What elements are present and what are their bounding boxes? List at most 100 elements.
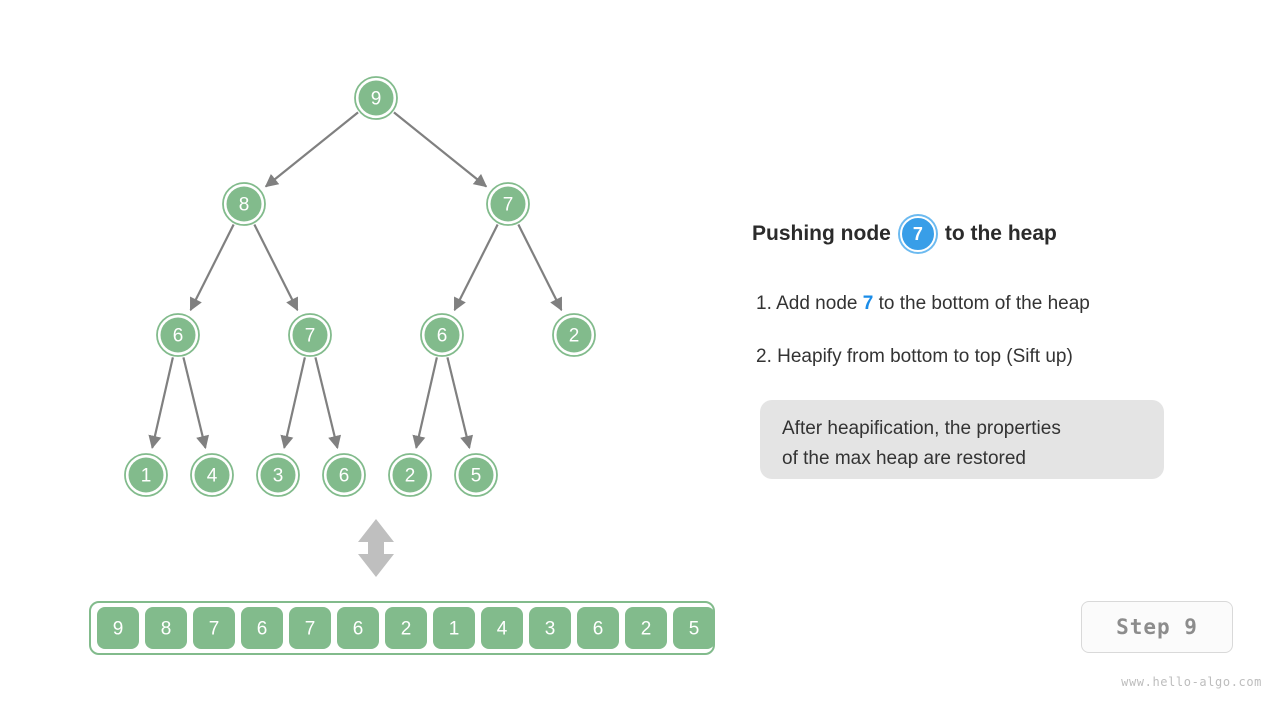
array-cell: 1 xyxy=(433,607,475,649)
tree-node-disc xyxy=(458,457,494,493)
array-cell-box xyxy=(97,607,139,649)
array-cell-value: 6 xyxy=(353,619,364,640)
array-cell-box xyxy=(193,607,235,649)
array-cell-value: 2 xyxy=(641,619,652,640)
tree-edge xyxy=(148,357,174,449)
array-cell-box xyxy=(433,607,475,649)
array-cell-value: 3 xyxy=(545,619,556,640)
array-cell-box xyxy=(337,607,379,649)
array-cell: 6 xyxy=(577,607,619,649)
array-cell-value: 9 xyxy=(113,619,124,640)
tree-node-ring xyxy=(354,76,398,120)
tree-node-disc xyxy=(160,317,196,353)
tree-node-ring xyxy=(486,182,530,226)
tree-node-ring xyxy=(552,313,596,357)
tree-node-value: 9 xyxy=(371,89,382,110)
up-down-arrow-icon xyxy=(358,519,394,577)
tree-node: 6 xyxy=(322,453,366,497)
tree-node-disc xyxy=(556,317,592,353)
tree-edge xyxy=(517,224,563,312)
array-cell-value: 6 xyxy=(257,619,268,640)
tree-node: 9 xyxy=(354,76,398,120)
array-cell: 7 xyxy=(289,607,331,649)
array-cell: 7 xyxy=(193,607,235,649)
array-cell: 6 xyxy=(241,607,283,649)
step-counter-badge: Step 9 xyxy=(1081,601,1233,653)
step-1-before: Add node xyxy=(776,293,858,314)
tree-node-value: 7 xyxy=(503,195,514,216)
headline-prefix: Pushing node xyxy=(752,222,891,245)
tree-node-disc xyxy=(490,186,526,222)
array-cell-value: 2 xyxy=(401,619,412,640)
array-cell-box xyxy=(481,607,523,649)
array-cell-box xyxy=(529,607,571,649)
tree-node-value: 4 xyxy=(207,466,218,487)
tree-node-disc xyxy=(292,317,328,353)
tree-node: 3 xyxy=(256,453,300,497)
array-cell: 2 xyxy=(385,607,427,649)
pushed-node-badge: 7 xyxy=(899,216,936,252)
array-cell-value: 1 xyxy=(449,619,460,640)
watermark: www.hello-algo.com xyxy=(1121,675,1262,689)
tree-node-ring xyxy=(156,313,200,357)
array-cell-value: 7 xyxy=(209,619,220,640)
tree-node-ring xyxy=(454,453,498,497)
array-cell: 6 xyxy=(337,607,379,649)
tree-node: 1 xyxy=(124,453,168,497)
tree-node-value: 2 xyxy=(569,326,580,347)
tree-edge xyxy=(412,357,438,449)
tree-node-value: 6 xyxy=(173,326,184,347)
tree-node-value: 7 xyxy=(305,326,316,347)
step-2-index: 2. xyxy=(756,346,772,367)
tree-edge xyxy=(182,357,210,450)
array-cell: 3 xyxy=(529,607,571,649)
tree-edge xyxy=(446,357,474,450)
tree-nodes: 9 8 7 6 7 6 2 1 4 3 6 2 5 xyxy=(124,76,596,497)
array-cell-box xyxy=(289,607,331,649)
tree-edge xyxy=(189,224,235,312)
tree-node-ring xyxy=(420,313,464,357)
info-panel: Pushing node 7 to the heap 1. Add node 7… xyxy=(752,0,1280,720)
array-cell-box xyxy=(385,607,427,649)
tree-node-ring xyxy=(124,453,168,497)
tree-node-value: 3 xyxy=(273,466,284,487)
tree-node: 6 xyxy=(156,313,200,357)
tree-edge xyxy=(314,357,342,450)
tree-node: 4 xyxy=(190,453,234,497)
tree-node: 2 xyxy=(388,453,432,497)
array-cell-box xyxy=(241,607,283,649)
tree-node-disc xyxy=(424,317,460,353)
tree-edge xyxy=(253,224,299,312)
tree-node-disc xyxy=(358,80,394,116)
tree-node: 7 xyxy=(288,313,332,357)
tree-node: 2 xyxy=(552,313,596,357)
tree-node: 7 xyxy=(486,182,530,226)
tree-node: 6 xyxy=(420,313,464,357)
tree-edge xyxy=(280,357,306,449)
tree-node-value: 6 xyxy=(339,466,350,487)
tree-node-value: 2 xyxy=(405,466,416,487)
tree-node: 5 xyxy=(454,453,498,497)
array-cell-value: 6 xyxy=(593,619,604,640)
tree-node-ring xyxy=(322,453,366,497)
array-cell-value: 5 xyxy=(689,619,700,640)
array-cell: 9 xyxy=(97,607,139,649)
tree-edge xyxy=(264,111,359,188)
tree-node-value: 6 xyxy=(437,326,448,347)
tree-node-ring xyxy=(190,453,234,497)
array-cell: 8 xyxy=(145,607,187,649)
tree-node-ring xyxy=(288,313,332,357)
tree-edges xyxy=(148,111,563,450)
instruction-step-2: 2. Heapify from bottom to top (Sift up) xyxy=(756,346,1073,368)
array-cell-box xyxy=(145,607,187,649)
array-cell: 5 xyxy=(673,607,715,649)
step-2-before: Heapify from bottom to top (Sift up) xyxy=(777,346,1073,367)
tree-node-value: 1 xyxy=(141,466,152,487)
step-1-accent-value: 7 xyxy=(862,293,874,314)
tree-edge xyxy=(453,224,499,312)
tree-node: 8 xyxy=(222,182,266,226)
tree-node-disc xyxy=(326,457,362,493)
tree-node-ring xyxy=(256,453,300,497)
